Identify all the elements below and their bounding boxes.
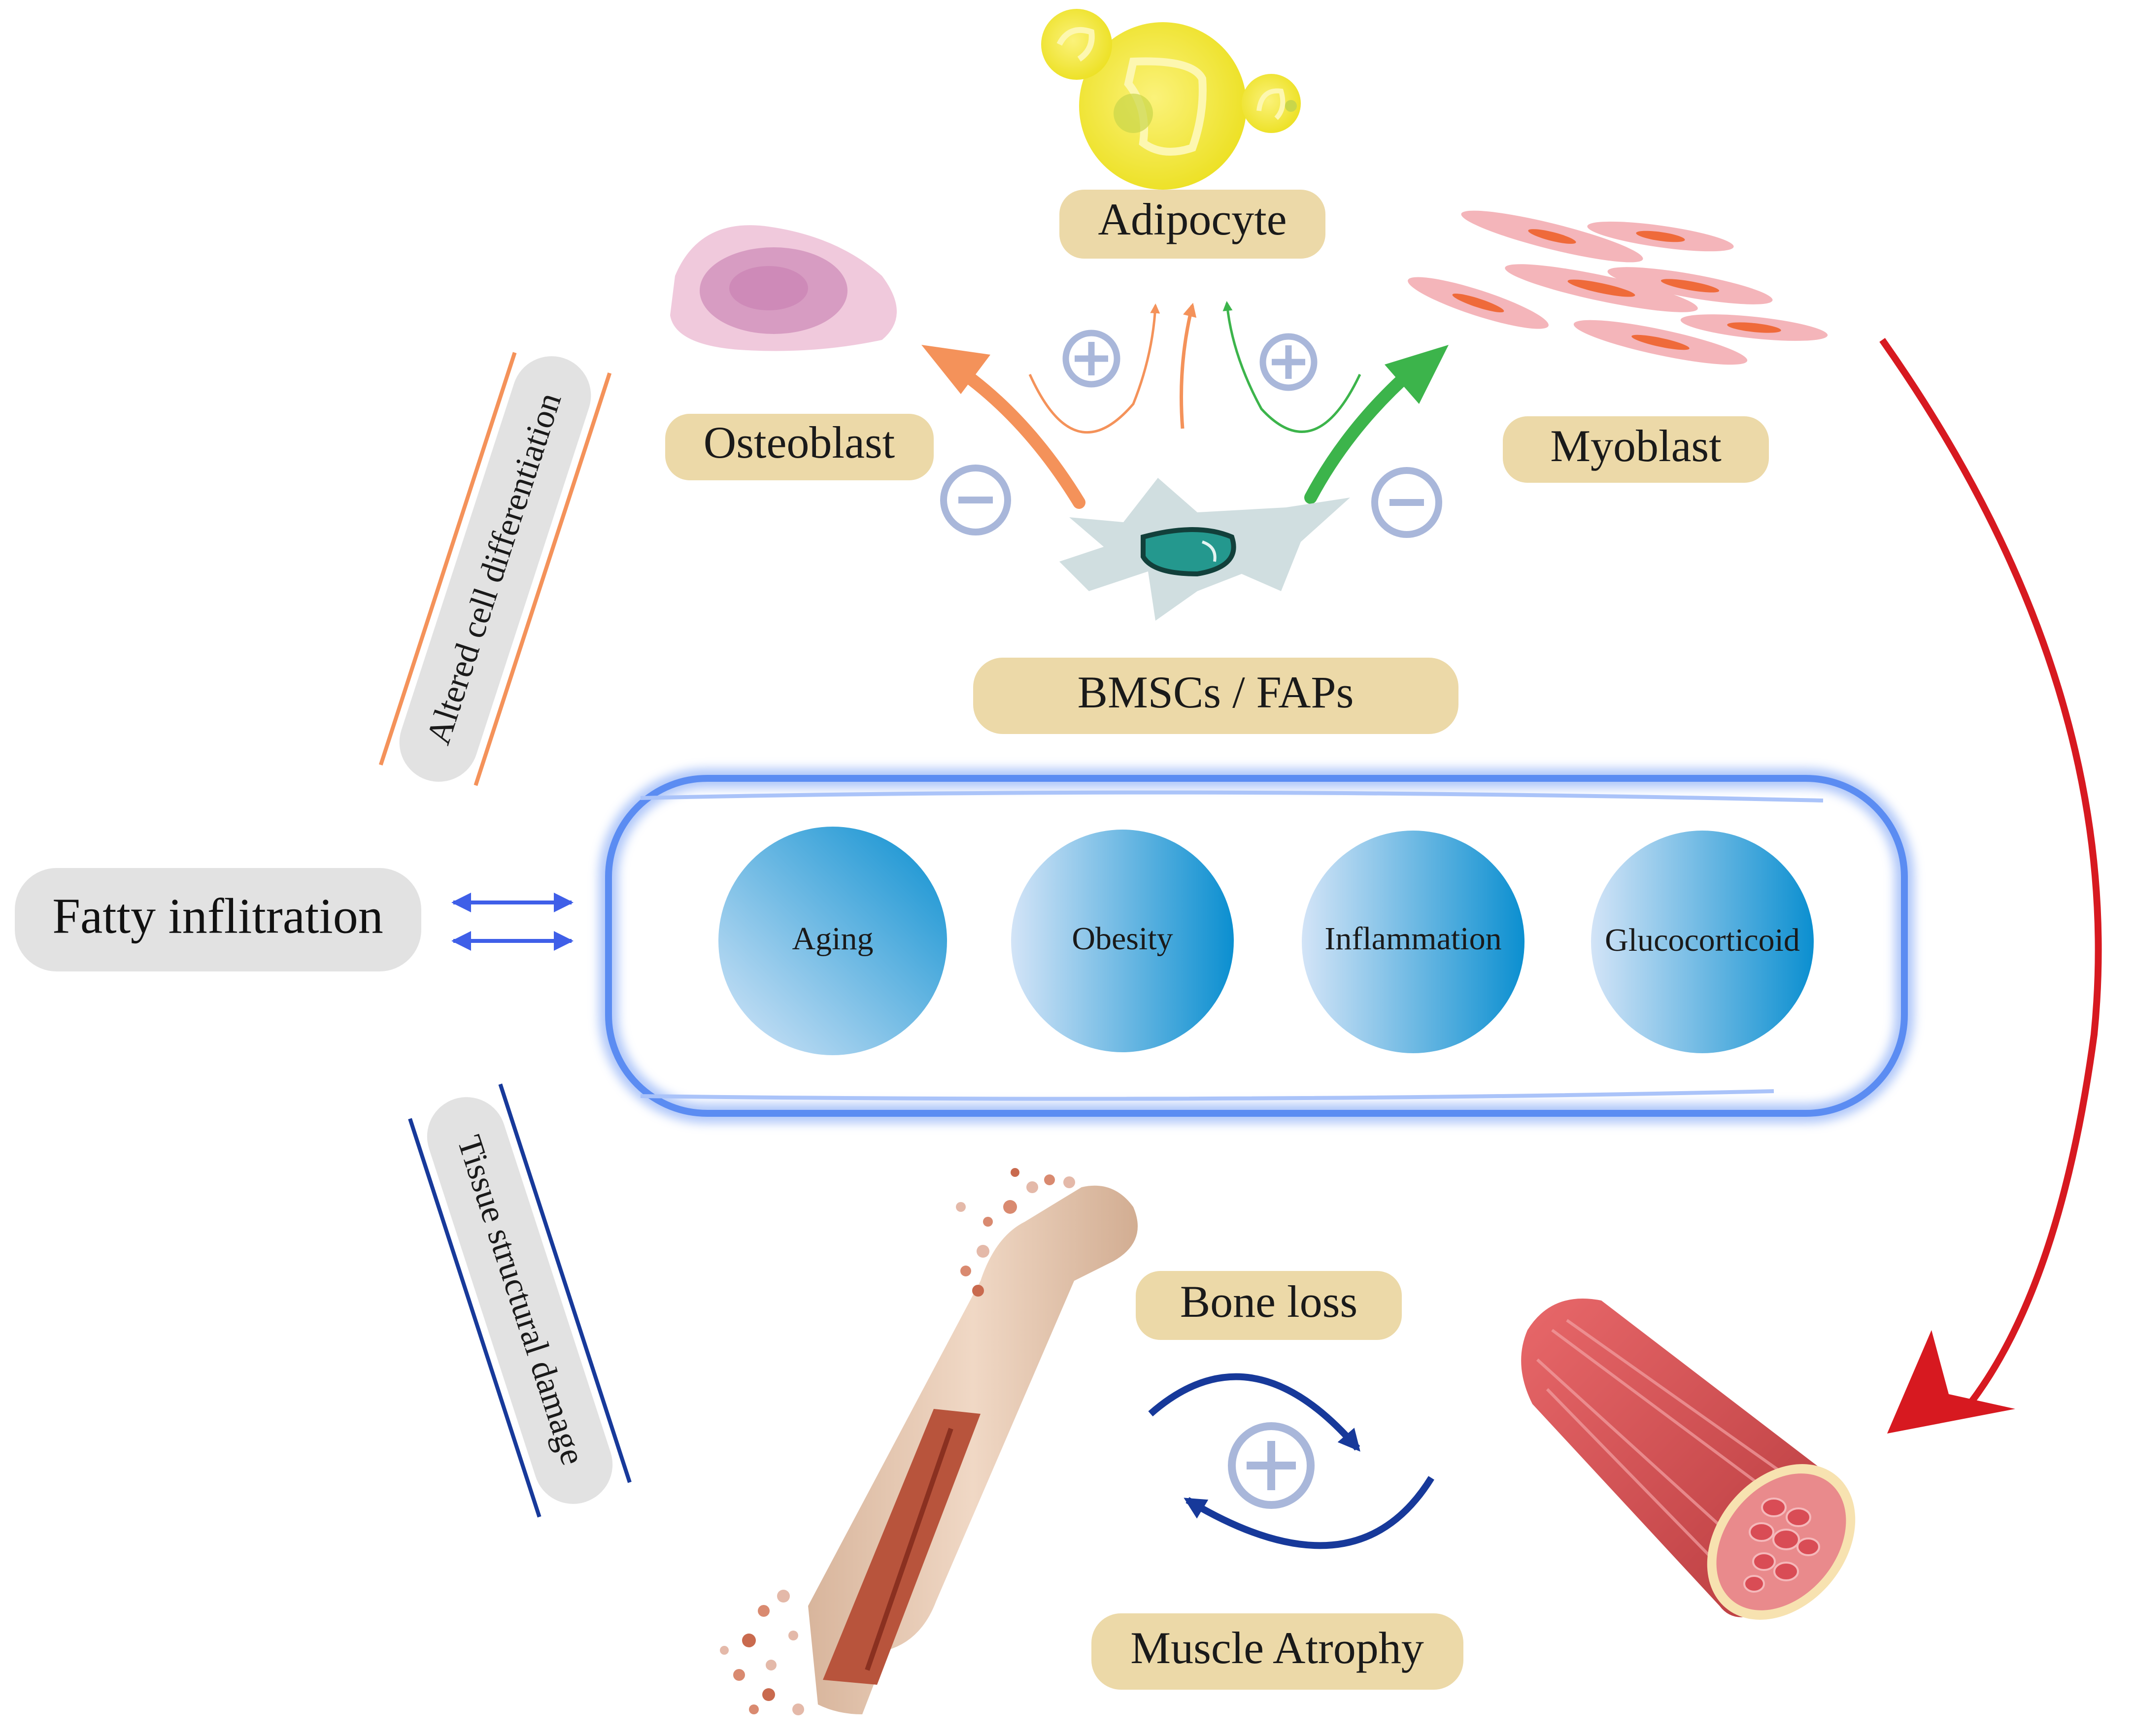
cycle-arrows [1148, 1373, 1434, 1549]
bone-illustration [720, 1168, 1138, 1715]
red-arrowhead [1887, 1330, 2015, 1434]
factor-glucocorticoid: Glucocorticoid [1591, 831, 1814, 1053]
factor-aging: Aging [718, 827, 947, 1055]
muscle-atrophy-label-pill: Muscle Atrophy [1091, 1613, 1463, 1690]
osteoblast-label-pill: Osteoblast [665, 414, 934, 480]
osteoblast-illustration [670, 225, 897, 351]
myoblast-arrowhead [1385, 345, 1449, 404]
bone-loss-label: Bone loss [1180, 1276, 1357, 1327]
minus-icon [1371, 467, 1442, 538]
bidirectional-arrows [451, 893, 574, 951]
progenitor-cell-illustration [1059, 478, 1350, 621]
factor-obesity: Obesity [1011, 830, 1234, 1052]
tissue-damage-pill: Tissue structural damage [408, 1083, 632, 1518]
adipocyte-label: Adipocyte [1098, 194, 1287, 244]
fatty-infiltration-label: Fatty inflitration [52, 888, 383, 944]
adipocyte-label-pill: Adipocyte [1059, 190, 1325, 259]
bone-particles [720, 1168, 1075, 1715]
muscle-illustration [1521, 1299, 1856, 1620]
osteoblast-label: Osteoblast [704, 417, 895, 467]
factor-label: Glucocorticoid [1605, 922, 1800, 958]
differentiation-arrows [921, 301, 1449, 509]
plus-icon [1259, 333, 1318, 391]
progenitor-label: BMSCs / FAPs [1078, 667, 1354, 717]
factor-frame [599, 768, 1914, 1123]
myoblast-label: Myoblast [1550, 421, 1722, 471]
altered-differentiation-pill: Altered cell differentiation [378, 352, 612, 786]
plus-icon [1228, 1422, 1315, 1509]
myoblast-illustration [1408, 210, 1828, 365]
minus-icon [940, 465, 1011, 535]
factor-inflammation: Inflammation [1302, 831, 1524, 1053]
plus-icon [1062, 330, 1120, 388]
muscle-atrophy-label: Muscle Atrophy [1130, 1623, 1423, 1673]
adipocyte-illustration [1041, 9, 1301, 190]
fatty-infiltration-pill: Fatty inflitration [15, 868, 421, 971]
bone-loss-label-pill: Bone loss [1136, 1271, 1402, 1340]
factor-label: Obesity [1072, 921, 1173, 957]
red-curved-arrow [1879, 337, 2102, 1434]
factor-label: Aging [792, 921, 874, 957]
progenitor-label-pill: BMSCs / FAPs [973, 658, 1458, 734]
factor-label: Inflammation [1324, 921, 1501, 957]
myoblast-label-pill: Myoblast [1503, 416, 1769, 483]
osteoblast-arrowhead [921, 345, 990, 394]
